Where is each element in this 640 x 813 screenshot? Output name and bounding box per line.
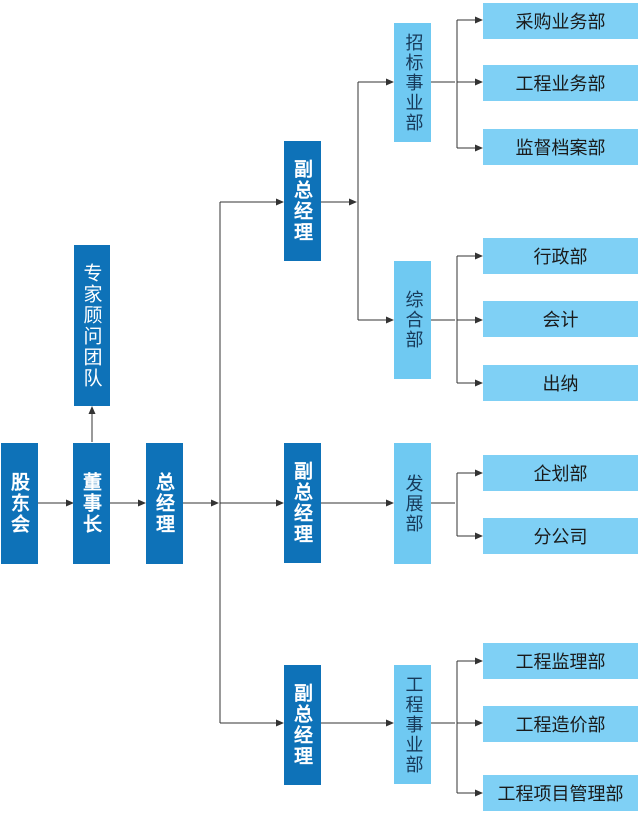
unit-engineering-business-box: 工程业务部 [483, 65, 638, 101]
dept-general-box: 综合部 [394, 261, 431, 379]
unit-supervision-archive-box: 监督档案部 [483, 129, 638, 165]
vice-gm-box-2: 副总经理 [284, 443, 321, 563]
expert-team-box: 专家顾问团队 [74, 245, 110, 406]
general-manager-box: 总经理 [146, 443, 183, 564]
unit-planning-box: 企划部 [483, 455, 638, 491]
unit-engineering-supervision-box: 工程监理部 [483, 643, 638, 679]
dept-engineering-box: 工程事业部 [394, 665, 431, 784]
vice-gm-box-1: 副总经理 [284, 141, 321, 261]
board-chairman-box: 董事长 [73, 443, 110, 564]
unit-project-management-box: 工程项目管理部 [483, 775, 638, 811]
unit-engineering-cost-box: 工程造价部 [483, 706, 638, 742]
dept-development-box: 发展部 [394, 443, 431, 564]
dept-bidding-box: 招标事业部 [394, 23, 431, 142]
unit-branch-office-box: 分公司 [483, 518, 638, 554]
vice-gm-box-3: 副总经理 [284, 665, 321, 785]
unit-accounting-box: 会计 [483, 301, 638, 337]
unit-administration-box: 行政部 [483, 238, 638, 274]
shareholders-box: 股东会 [1, 443, 38, 564]
unit-procurement-box: 采购业务部 [483, 3, 638, 39]
unit-cashier-box: 出纳 [483, 365, 638, 401]
